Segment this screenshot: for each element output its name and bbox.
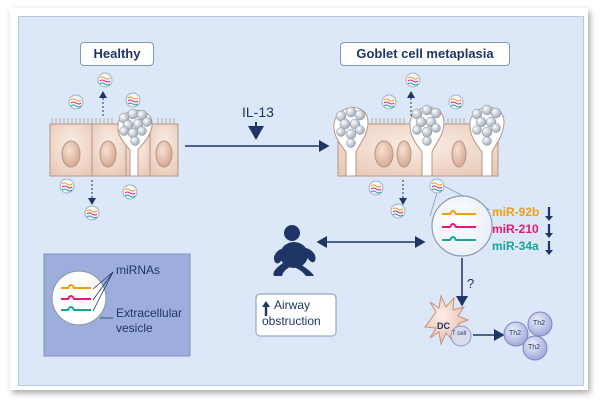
arrow-down-icon (545, 241, 553, 255)
question-mark: ? (467, 276, 475, 291)
extracellular-vesicle-icon (368, 180, 384, 196)
extracellular-vesicle-icon (59, 178, 75, 194)
toddler-icon (273, 225, 316, 276)
dc-label: DC (437, 321, 450, 331)
il13-label: IL-13 (242, 104, 274, 120)
mirna-92b-label: miR-92b (492, 205, 540, 219)
legend-ev-label-line1: Extracellular (116, 306, 183, 320)
mirna-210-label: miR-210 (492, 222, 539, 236)
arrow-down-icon (545, 207, 553, 221)
metaplasia-epithelium (333, 104, 505, 177)
extracellular-vesicle-icon (68, 94, 84, 110)
extracellular-vesicle-icon (390, 203, 406, 219)
zoom-line (429, 192, 438, 217)
extracellular-vesicle-icon (125, 92, 141, 108)
airway-label-line1: Airway (274, 298, 311, 312)
legend-pointer (92, 271, 114, 290)
mirna-34a-label: miR-34a (492, 239, 539, 253)
healthy-epithelium (49, 108, 179, 177)
healthy-label: Healthy (80, 42, 154, 66)
extracellular-vesicle-icon (122, 184, 138, 200)
t-cell (450, 325, 472, 347)
th2-label: Th2 (533, 320, 546, 327)
magnified-vesicle (431, 195, 493, 257)
legend-ev-label-line2: vesicle (116, 321, 153, 335)
airway-label-line2: obstruction (262, 314, 321, 328)
th2-cell (527, 311, 553, 337)
th2-cell (522, 335, 548, 361)
legend-pointer (92, 271, 114, 312)
dendritic-cell (424, 294, 470, 346)
th2-label: Th2 (509, 330, 522, 337)
extracellular-vesicle-icon (429, 178, 445, 194)
th2-label: Th2 (528, 344, 541, 351)
legend-vesicle-icon (51, 270, 107, 326)
arrow-down-icon (545, 224, 553, 238)
extracellular-vesicle-icon (405, 72, 421, 88)
t-cell-label: T cell (452, 331, 467, 337)
extracellular-vesicle-icon (84, 205, 100, 221)
goblet-metaplasia-label: Goblet cell metaplasia (340, 42, 510, 66)
th2-cell (503, 321, 529, 347)
metaplasia-vesicles (368, 72, 464, 219)
extracellular-vesicle-icon (448, 94, 464, 110)
extracellular-vesicle-icon (97, 72, 113, 88)
legend-pointer (92, 271, 114, 301)
healthy-vesicles (59, 72, 141, 221)
arrow-up-icon (262, 301, 270, 316)
airway-box (255, 293, 337, 337)
legend-mirnas-label: miRNAs (116, 263, 160, 277)
extracellular-vesicle-icon (381, 94, 397, 110)
